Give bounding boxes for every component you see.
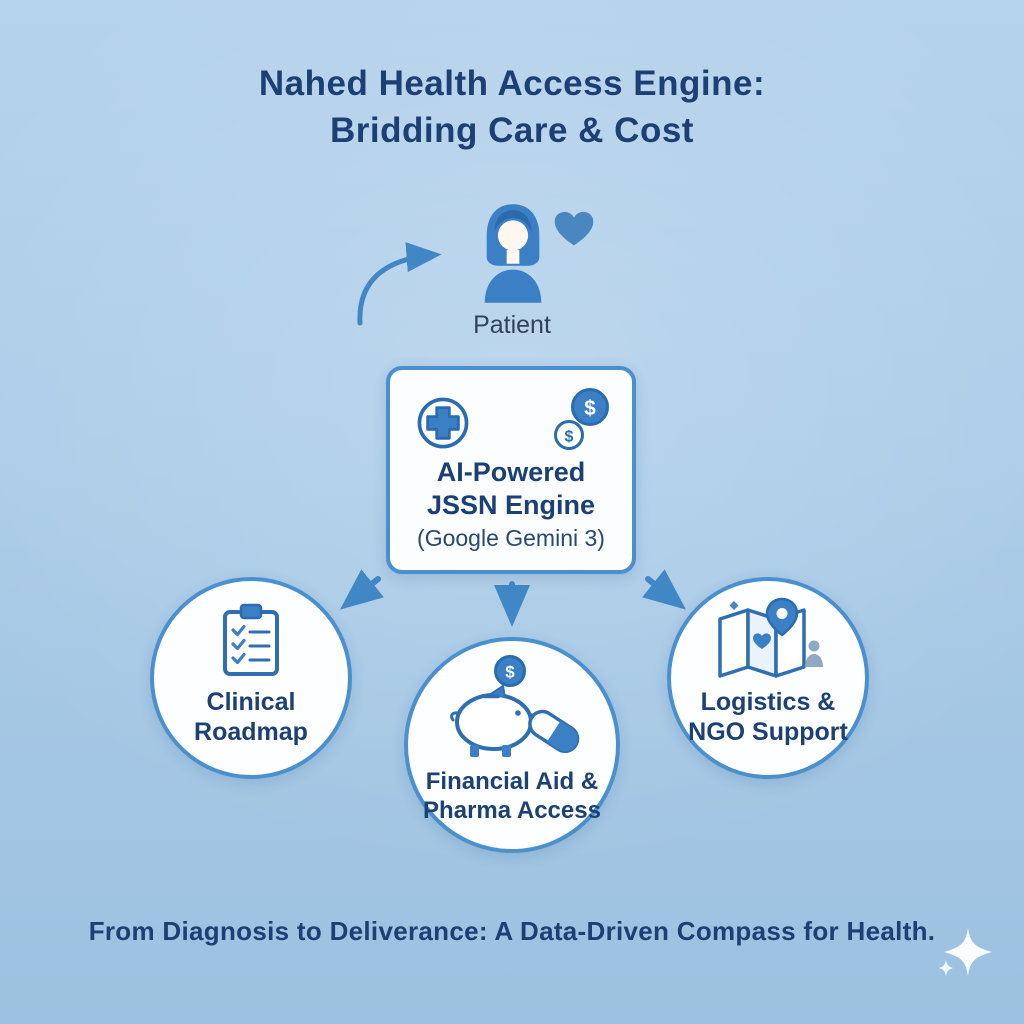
node-label-clinical: Clinical Roadmap [194, 687, 308, 747]
sparkle-icon [939, 928, 992, 976]
heart-icon [554, 211, 594, 246]
node-label-logistics: Logistics & NGO Support [688, 687, 848, 747]
coin-dollar-symbol: $ [565, 429, 574, 446]
coin-dollar-symbol: $ [584, 397, 596, 420]
node-label-line: Financial Aid & [425, 768, 599, 795]
engine-line-3: (Google Gemini 3) [417, 525, 605, 551]
node-label-line: Pharma Access [423, 797, 601, 824]
arrow-engine-to-logistics [642, 569, 687, 610]
title-line-2: Bridding Care & Cost [330, 111, 694, 150]
medical-cross-icon [417, 397, 469, 449]
node-label-line: Logistics & [700, 688, 836, 716]
dollar-coins-icon: $ $ [554, 388, 609, 450]
engine-line-2: JSSN Engine [426, 490, 596, 520]
coin-dollar-symbol: $ [505, 663, 515, 682]
clipboard-checklist-icon [223, 603, 279, 676]
engine-box: $ $ AI-Powered JSSN Engine (Google Gemin… [386, 366, 636, 574]
node-label-line: Roadmap [194, 718, 308, 746]
engine-line-1: AI-Powered [436, 457, 586, 487]
patient-woman-icon [484, 204, 542, 303]
footer-caption: From Diagnosis to Deliverance: A Data-Dr… [88, 916, 936, 946]
engine-box-text: AI-Powered JSSN Engine (Google Gemini 3) [390, 456, 632, 554]
title-line-1: Nahed Health Access Engine: [258, 64, 766, 103]
map-location-icon [718, 597, 823, 678]
arrow-engine-to-clinical [339, 569, 384, 610]
node-logistics-ngo-support: Logistics & NGO Support [667, 577, 869, 779]
node-label-line: Clinical [206, 688, 296, 716]
page-title: Nahed Health Access Engine: Bridding Car… [0, 60, 1024, 154]
piggy-bank-pill-icon: $ [450, 655, 580, 757]
node-financial-aid-pharma-access: $ Financial Aid & Pharma Access [404, 637, 620, 853]
node-clinical-roadmap: Clinical Roadmap [150, 577, 352, 779]
node-label-line: NGO Support [688, 718, 848, 746]
patient-label: Patient [473, 311, 551, 339]
node-label-financial: Financial Aid & Pharma Access [423, 767, 601, 825]
